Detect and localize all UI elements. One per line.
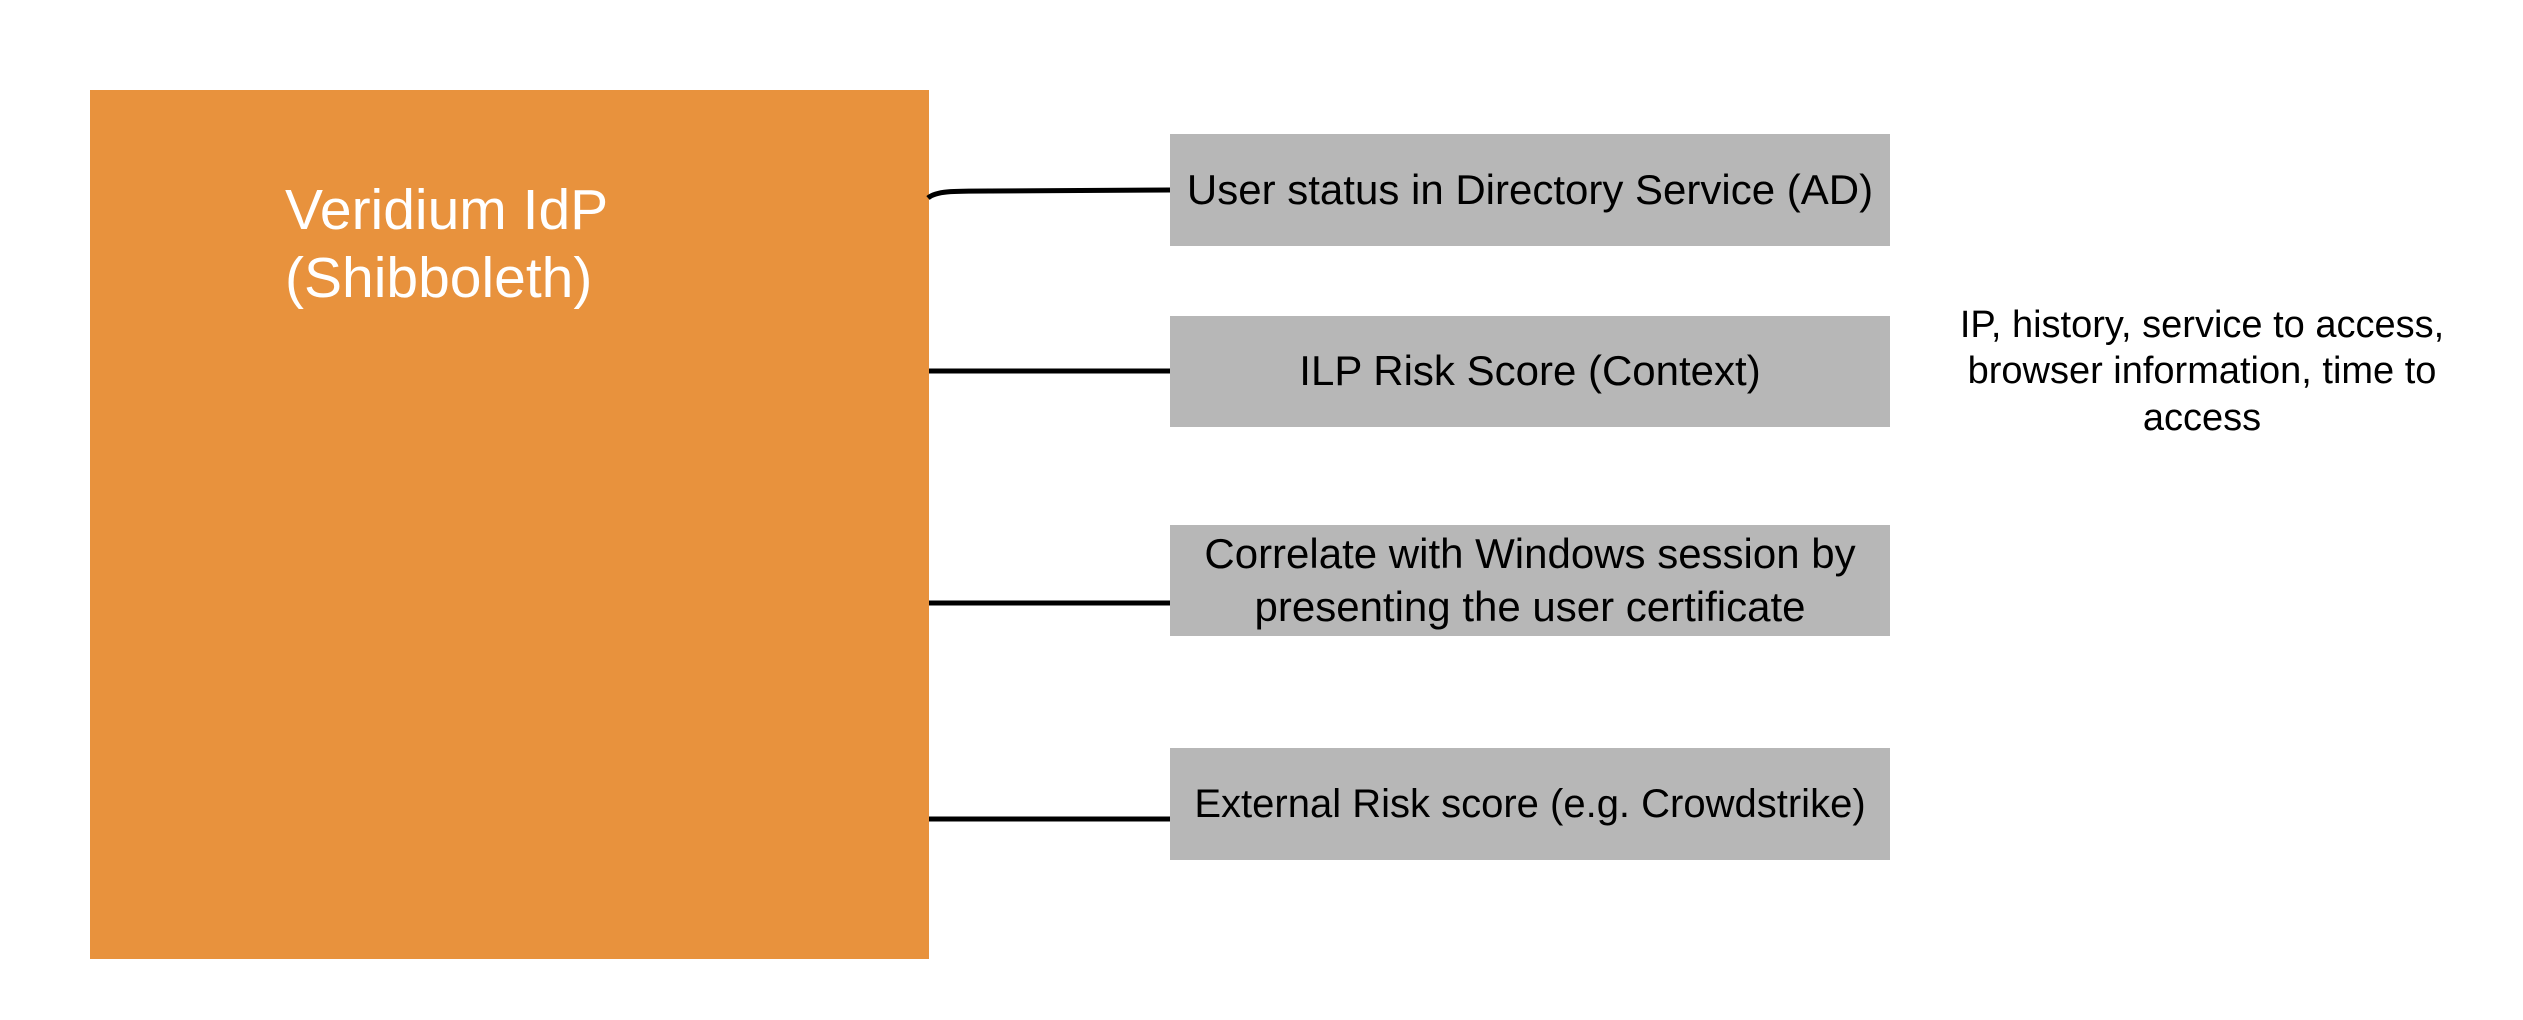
veridium-idp-label: Veridium IdP (Shibboleth) [285,176,608,312]
node-correlate-label: Correlate with Windows session by presen… [1204,530,1856,630]
veridium-idp-label-line2: (Shibboleth) [285,246,593,310]
connector-line-user-status [926,187,1171,201]
veridium-idp-node[interactable]: Veridium IdP (Shibboleth) [90,90,929,959]
node-ilp-risk-score[interactable]: ILP Risk Score (Context) [1170,316,1890,427]
node-user-status-directory-service[interactable]: User status in Directory Service (AD) [1170,134,1890,246]
node-ilp-risk-label: ILP Risk Score (Context) [1299,347,1761,395]
veridium-idp-label-line1: Veridium IdP [285,178,609,242]
node-external-risk-score[interactable]: External Risk score (e.g. Crowdstrike) [1170,748,1890,860]
context-annotation-text: IP, history, service to access, browser … [1959,304,2445,439]
node-correlate-windows-session[interactable]: Correlate with Windows session by presen… [1170,525,1890,636]
node-user-status-label: User status in Directory Service (AD) [1186,165,1874,213]
node-external-risk-label: External Risk score (e.g. Crowdstrike) [1194,782,1866,826]
